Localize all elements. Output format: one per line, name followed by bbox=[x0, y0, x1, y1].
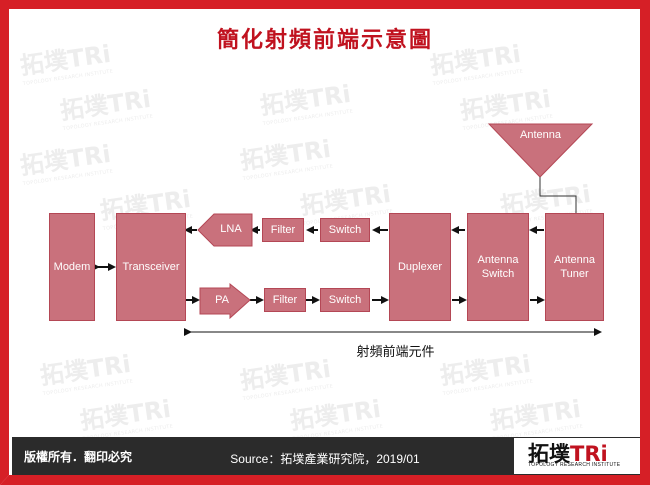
antenna-tuner-label: Antenna Tuner bbox=[554, 254, 595, 280]
antenna-shape bbox=[487, 123, 594, 178]
duplexer-block: Duplexer bbox=[389, 213, 451, 321]
switch-rx-label: Switch bbox=[328, 224, 362, 236]
modem-block: Modem bbox=[49, 213, 95, 321]
filter-tx-block: Filter bbox=[264, 288, 306, 312]
filter-rx-block: Filter bbox=[262, 218, 304, 242]
modem-label: Modem bbox=[53, 261, 91, 273]
rf-frontend-caption: 射頻前端元件 bbox=[356, 345, 435, 360]
antenna-switch-block: Antenna Switch bbox=[467, 213, 529, 321]
antenna-tuner-block: Antenna Tuner bbox=[545, 213, 604, 321]
antenna-feed-line bbox=[539, 177, 577, 213]
transceiver-label: Transceiver bbox=[122, 261, 180, 273]
source-note: Source：拓墣產業研究院，2019/01 bbox=[230, 452, 420, 466]
filter-rx-label: Filter bbox=[270, 224, 296, 236]
pa-shape bbox=[199, 282, 251, 320]
logo-cn: 拓墣 bbox=[528, 442, 570, 466]
transceiver-block: Transceiver bbox=[116, 213, 186, 321]
page-title: 簡化射頻前端示意圖 bbox=[216, 28, 433, 53]
copyright-notice: 版權所有．翻印必究 bbox=[24, 450, 133, 464]
lna-label: LNA bbox=[220, 223, 242, 235]
antenna-label: Antenna bbox=[520, 129, 561, 141]
logo-en: TRi bbox=[570, 442, 608, 466]
tri-logo: 拓墣TRi bbox=[528, 438, 608, 468]
filter-tx-label: Filter bbox=[272, 294, 298, 306]
logo-subtitle: TOPOLOGY RESEARCH INSTITUTE bbox=[528, 462, 621, 468]
switch-tx-label: Switch bbox=[328, 294, 362, 306]
antenna-switch-label: Antenna Switch bbox=[477, 254, 519, 280]
lna-shape bbox=[197, 213, 253, 247]
switch-tx-block: Switch bbox=[320, 288, 370, 312]
pa-label: PA bbox=[215, 294, 229, 306]
duplexer-label: Duplexer bbox=[397, 261, 443, 273]
logo-box bbox=[514, 438, 640, 474]
switch-rx-block: Switch bbox=[320, 218, 370, 242]
